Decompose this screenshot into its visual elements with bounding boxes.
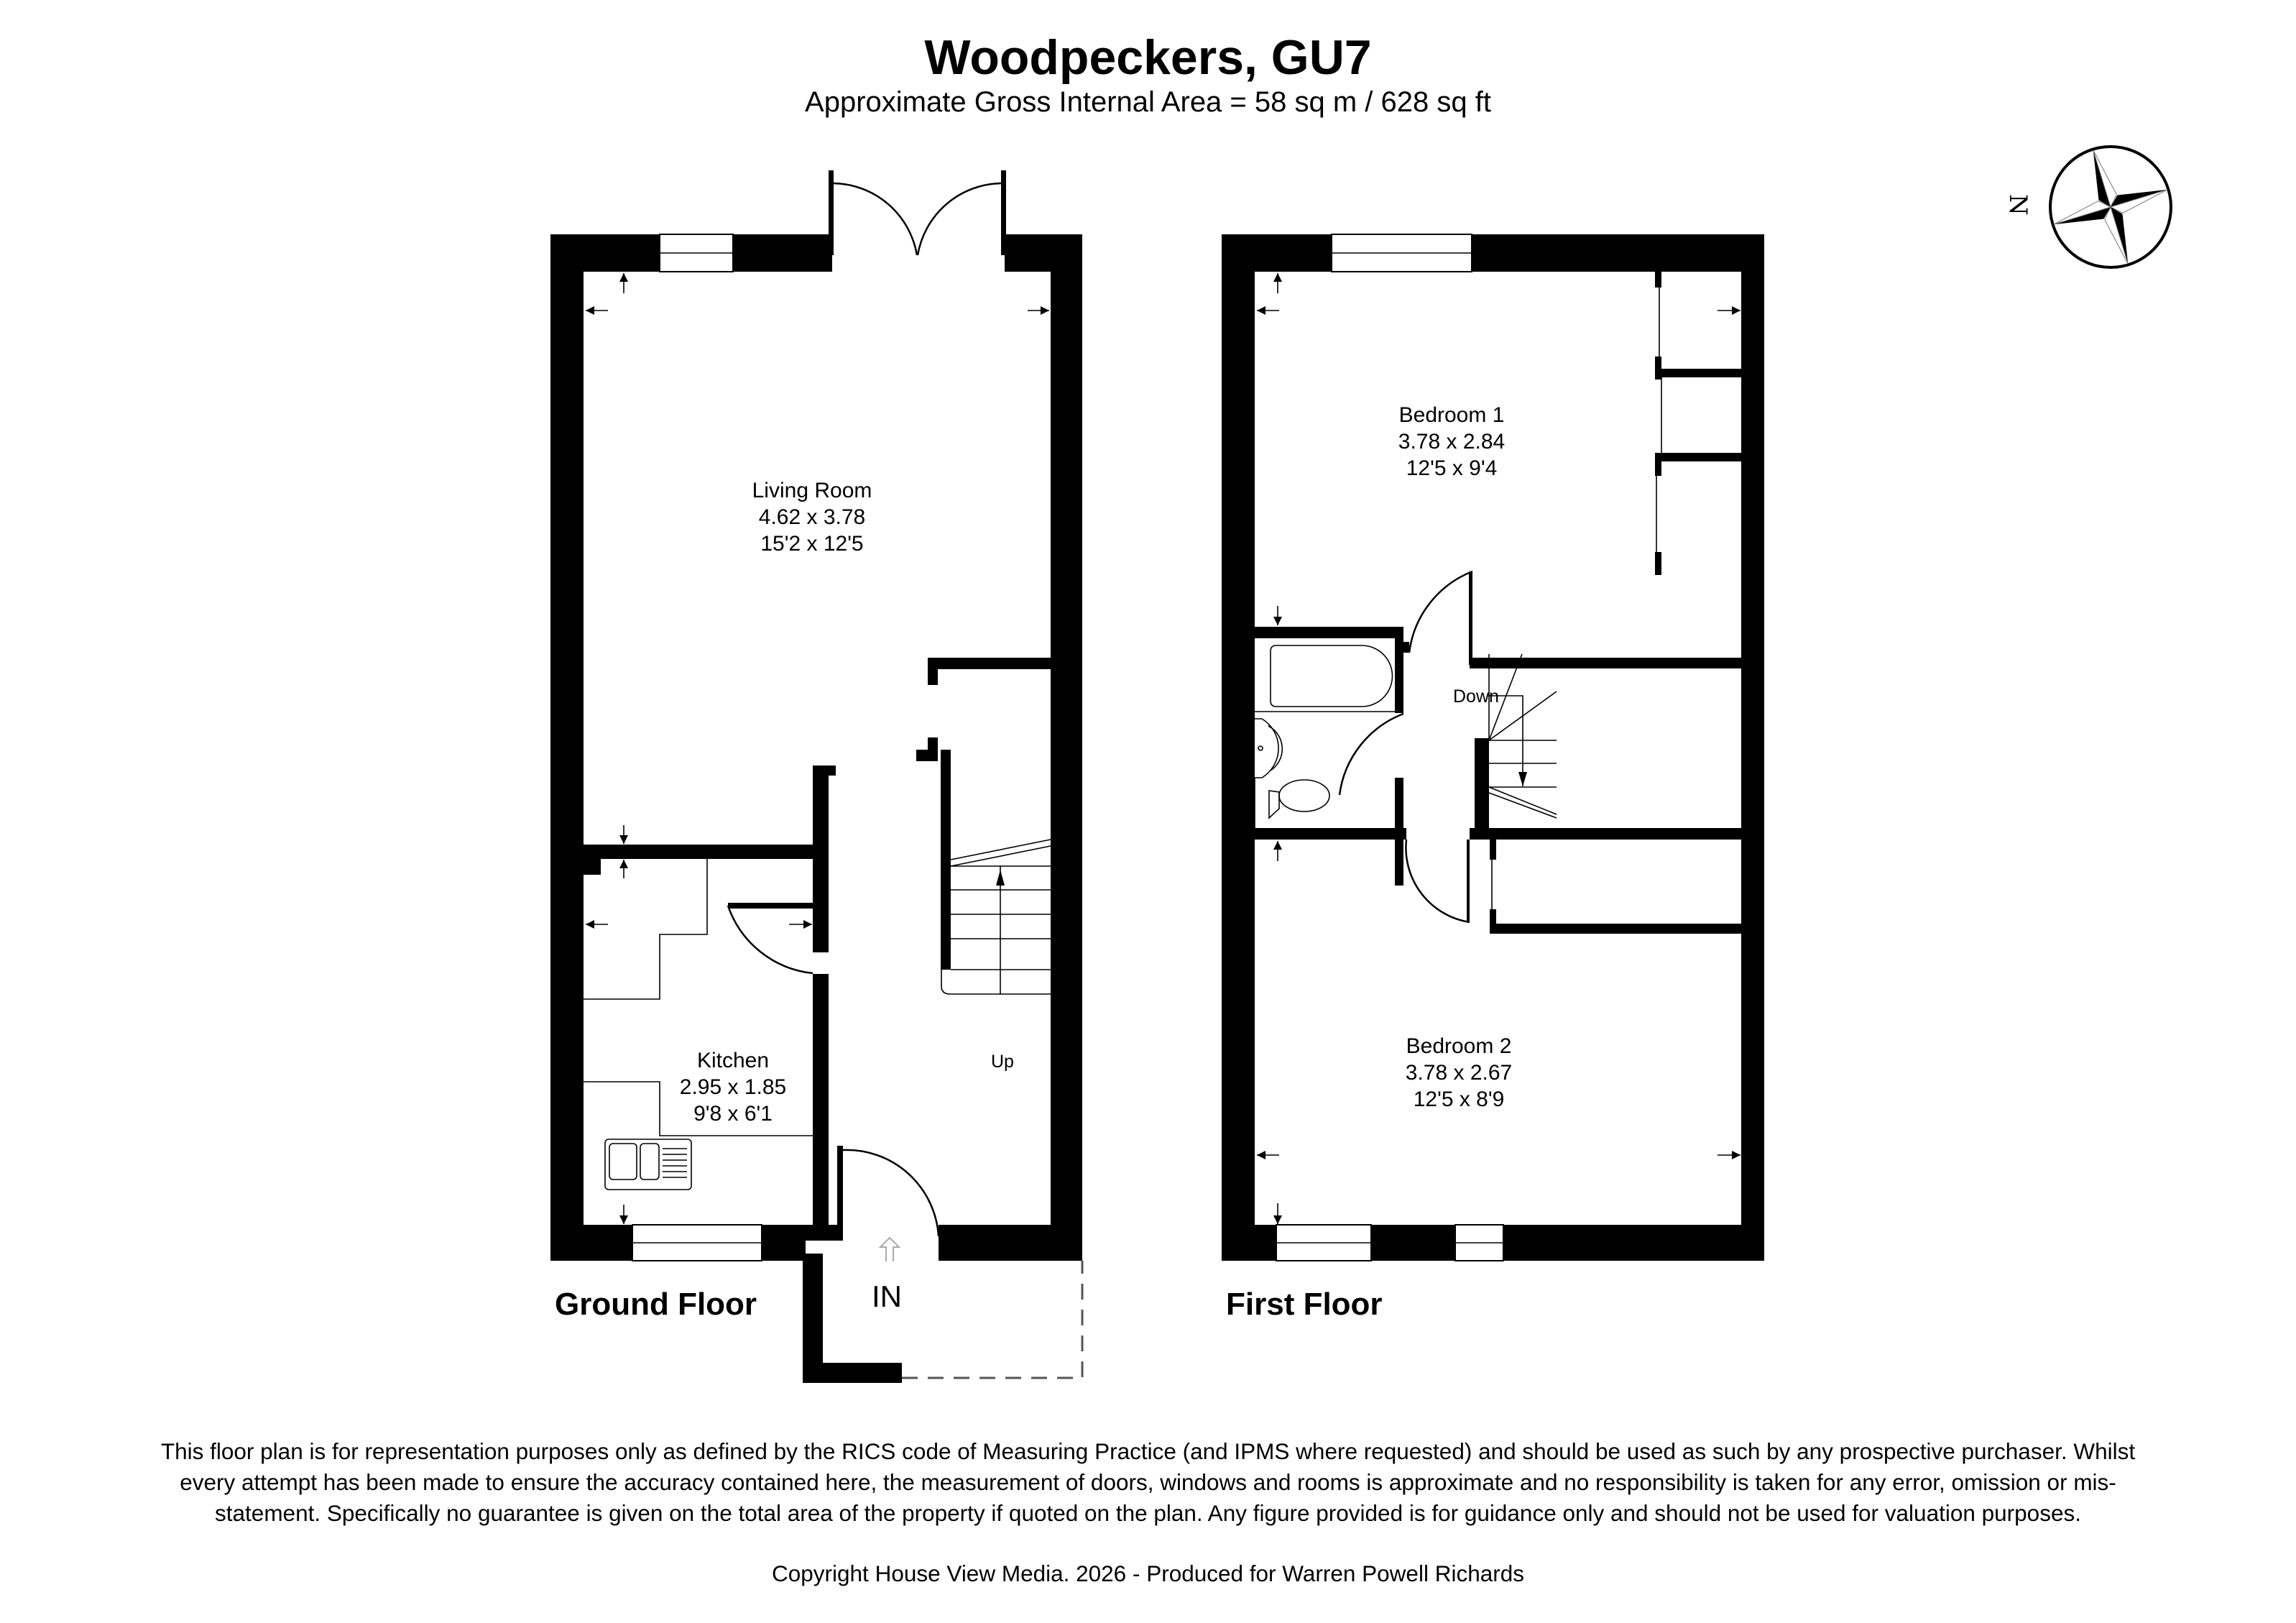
ground-floor-label: Ground Floor <box>555 1287 757 1322</box>
ground-floor-dimension-arrows <box>586 273 1049 1224</box>
room-name: Living Room <box>752 479 872 502</box>
entrance-label: IN <box>872 1279 902 1313</box>
room-imperial: 12'5 x 9'4 <box>1406 456 1498 480</box>
room-metric: 2.95 x 1.85 <box>679 1075 787 1099</box>
first-floor-label: First Floor <box>1226 1287 1383 1322</box>
stairs-down-label: Down <box>1453 686 1499 707</box>
first-floor-dimension-arrows <box>1257 273 1741 1224</box>
room-imperial: 9'8 x 6'1 <box>693 1102 773 1126</box>
first-floor-doors <box>1338 288 1662 924</box>
room-name: Bedroom 2 <box>1406 1034 1512 1058</box>
room-bedroom-2: Bedroom 2 3.78 x 2.67 12'5 x 8'9 <box>1351 1033 1567 1113</box>
first-floor-walls <box>1222 234 1764 1261</box>
room-metric: 3.78 x 2.84 <box>1398 430 1506 454</box>
gross-area: Approximate Gross Internal Area = 58 sq … <box>805 86 1491 118</box>
room-name: Bedroom 1 <box>1398 403 1505 427</box>
room-metric: 4.62 x 3.78 <box>758 505 866 529</box>
copyright-text: Copyright House View Media. 2026 - Produ… <box>772 1560 1524 1586</box>
room-living-room: Living Room 4.62 x 3.78 15'2 x 12'5 <box>683 477 941 557</box>
room-imperial: 12'5 x 8'9 <box>1413 1088 1505 1111</box>
compass-north-label: N <box>2003 194 2032 216</box>
compass-rose-icon <box>2049 145 2172 269</box>
ground-floor-walls <box>550 170 1082 1383</box>
room-kitchen: Kitchen 2.95 x 1.85 9'8 x 6'1 <box>625 1047 841 1127</box>
ground-floor-fittings <box>584 839 1051 1261</box>
room-name: Kitchen <box>696 1049 770 1072</box>
plan-title: Woodpeckers, GU7 <box>924 30 1372 85</box>
room-imperial: 15'2 x 12'5 <box>760 532 864 556</box>
stairs-up-label: Up <box>991 1052 1014 1072</box>
disclaimer-text: This floor plan is for representation pu… <box>160 1438 2136 1526</box>
ground-floor-doors <box>727 182 1084 1379</box>
room-metric: 3.78 x 2.67 <box>1405 1061 1513 1085</box>
first-floor-fittings <box>1254 645 1557 828</box>
room-bedroom-1: Bedroom 1 3.78 x 2.84 12'5 x 9'4 <box>1344 402 1559 482</box>
